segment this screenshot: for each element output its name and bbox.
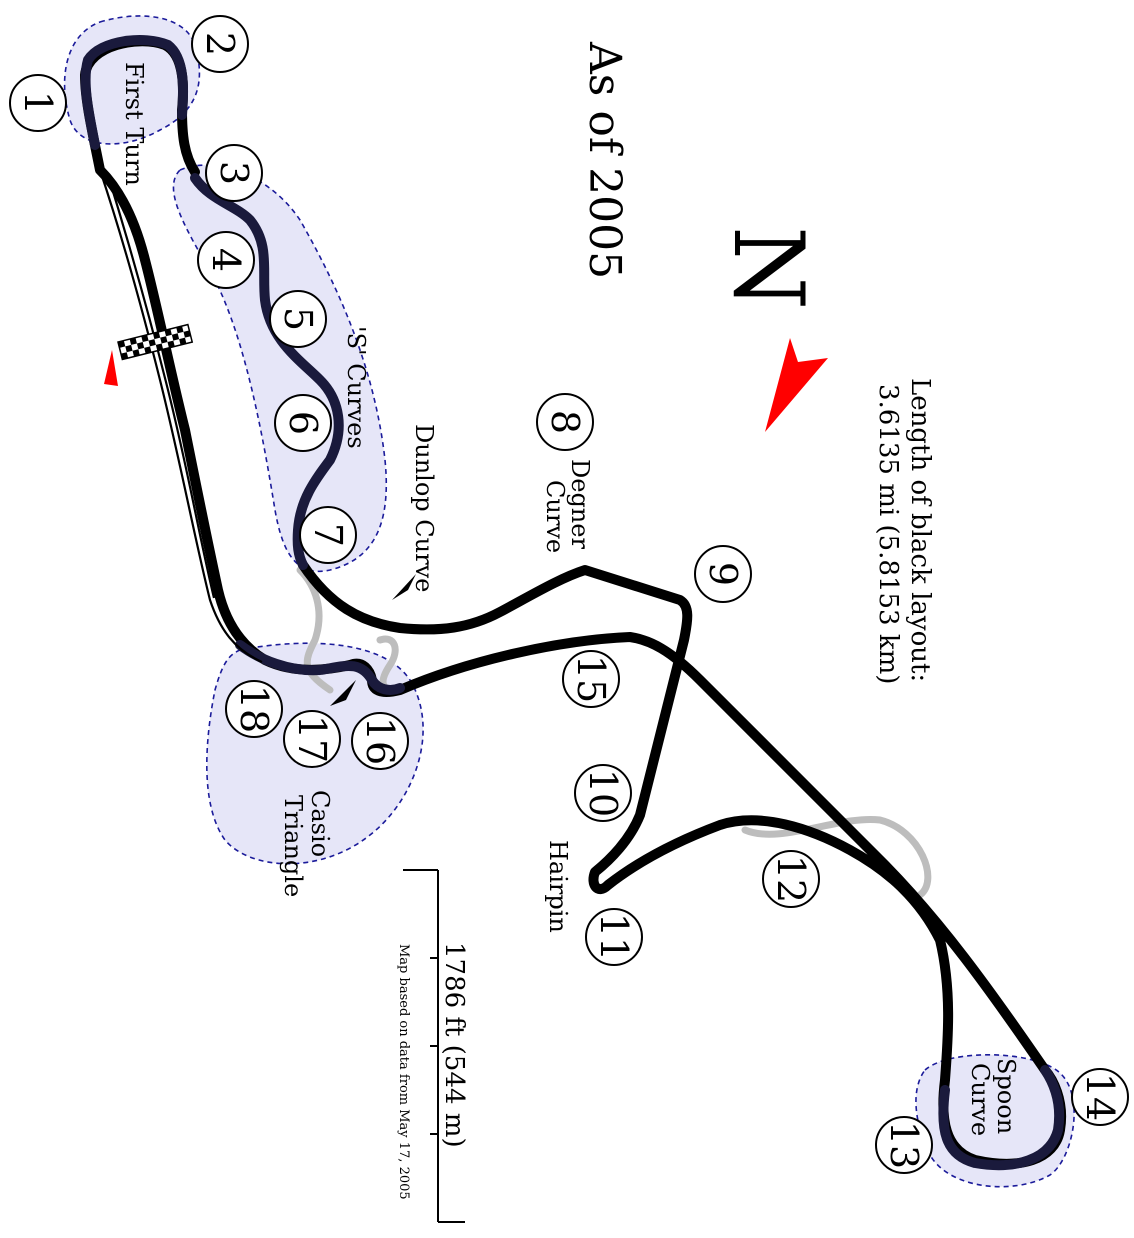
start-finish-line [117,323,194,361]
turn-15: 15 [562,650,620,708]
length-label-line1: Length of black layout: [905,378,935,682]
pit-lane [98,169,263,664]
degner-curve-label-line2: Curve [541,480,569,553]
length-label-line2: 3.6135 mi (5.8153 km) [873,384,903,684]
start-direction-icon [104,350,118,386]
casio-triangle-label-line1: Casio [306,790,334,857]
svg-text:5: 5 [276,307,320,331]
track-first-turn [80,35,189,150]
turn-14: 14 [1071,1068,1129,1126]
labels: As of 2005 N Length of black layout: 3.6… [120,41,1020,1200]
turn-17: 17 [283,710,341,768]
map-title: As of 2005 [579,41,630,279]
track-main [80,36,1067,1169]
turn-7: 7 [299,506,357,564]
turn-11: 11 [585,908,643,966]
s-curves-label: 'S' Curves [342,326,370,449]
svg-text:8: 8 [543,410,587,434]
turn-2: 2 [191,15,249,73]
scale-label: 1786 ft (544 m) [439,942,469,1148]
turn-10: 10 [574,764,632,822]
turn-9: 9 [694,545,752,603]
svg-text:13: 13 [882,1121,926,1169]
scale-bar [403,869,465,1223]
turn-5: 5 [269,290,327,348]
direction-marker-casio-icon [330,680,356,706]
svg-text:9: 9 [701,562,745,586]
turn-markers: 1 2 3 4 5 6 7 8 9 10 11 12 13 14 15 16 1… [9,15,1129,1174]
turn-18: 18 [225,680,283,738]
turn-12: 12 [762,850,820,908]
svg-text:16: 16 [358,717,402,765]
svg-text:12: 12 [769,855,813,903]
spoon-curve-label-line2: Curve [966,1063,994,1136]
svg-text:7: 7 [306,523,350,547]
hairpin-label: Hairpin [544,840,572,933]
track-casio [235,640,405,695]
svg-text:1: 1 [16,91,60,115]
svg-text:11: 11 [592,913,636,961]
casio-triangle-label-line2: Triangle [279,795,307,897]
svg-text:2: 2 [198,32,242,56]
unused-track-east [741,815,932,899]
svg-text:15: 15 [569,655,613,703]
track-s-curves [190,173,344,570]
turn-4: 4 [197,231,255,289]
turn-8: 8 [536,393,594,451]
north-arrow-icon [765,338,828,432]
svg-text:6: 6 [281,411,325,435]
first-turn-label: First Turn [120,62,148,186]
svg-text:17: 17 [290,715,334,763]
dunlop-curve-label: Dunlop Curve [410,424,438,592]
track-spoon [938,1065,1065,1171]
turn-3: 3 [205,144,263,202]
pit-lane-2 [106,174,216,599]
svg-text:4: 4 [204,248,248,272]
svg-text:3: 3 [212,161,256,185]
source-note: Map based on data from May 17, 2005 [396,944,411,1200]
turn-16: 16 [351,712,409,770]
svg-text:14: 14 [1078,1073,1122,1121]
degner-curve-label-line1: Degner [566,459,594,549]
turn-6: 6 [274,394,332,452]
svg-text:18: 18 [232,685,276,733]
direction-marker-dunlop-icon [392,574,416,600]
north-label: N [712,226,824,310]
turn-13: 13 [875,1116,933,1174]
turn-1: 1 [9,74,67,132]
svg-text:10: 10 [581,769,625,817]
spoon-curve-label-line1: Spoon [992,1058,1020,1134]
